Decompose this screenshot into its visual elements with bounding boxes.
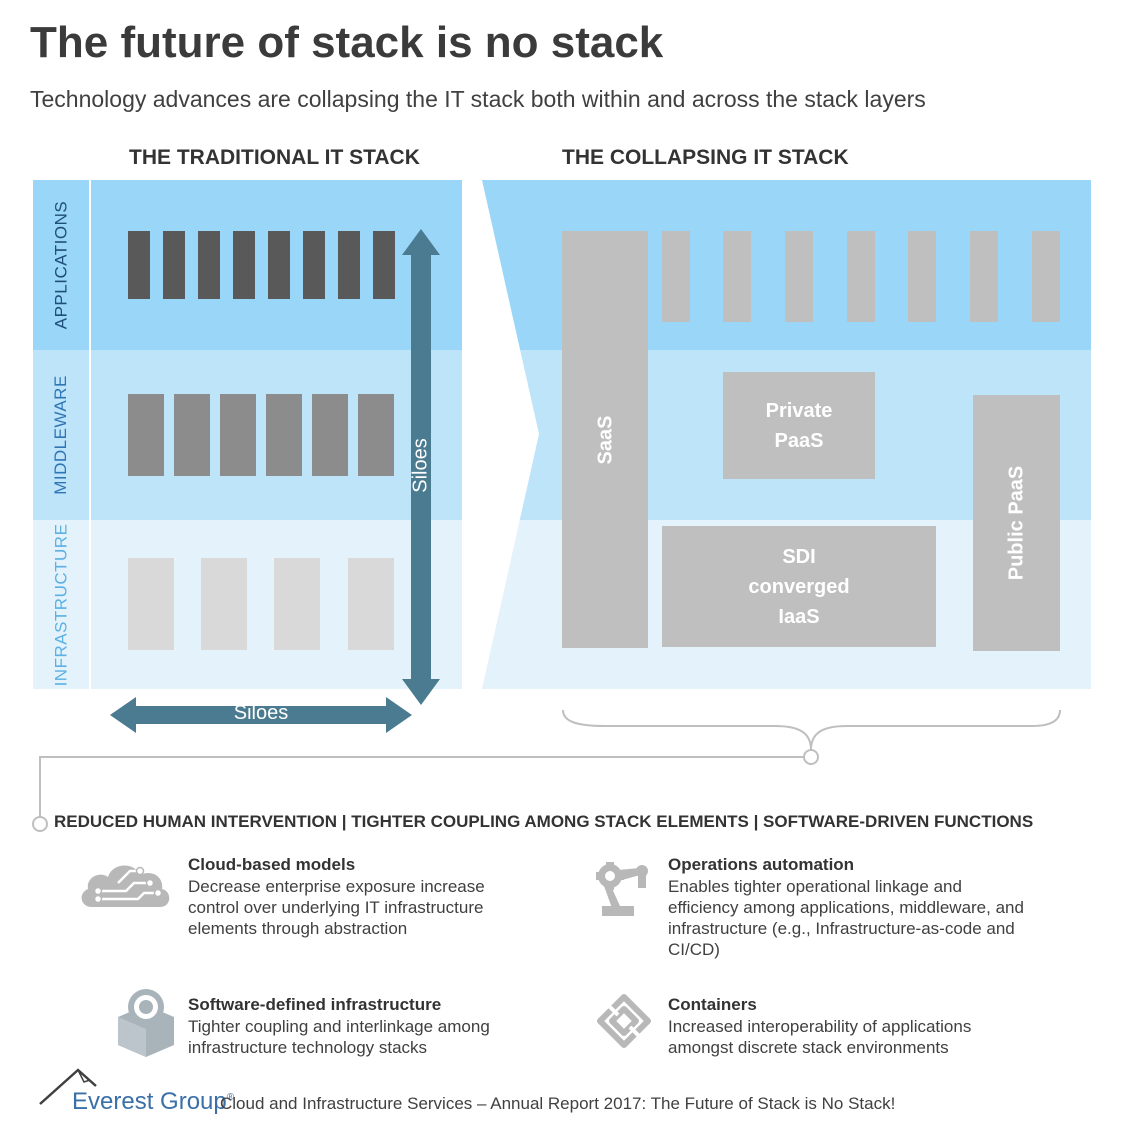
feature-description: Enables tighter operational linkage and … (668, 877, 1024, 959)
layer-label-applications: APPLICATIONS (51, 200, 70, 330)
label-divider (89, 180, 91, 689)
infrastructure-silo (201, 558, 247, 650)
feature-description: Tighter coupling and interlinkage among … (188, 1017, 490, 1057)
infrastructure-silo (274, 558, 320, 650)
middleware-silo (220, 394, 256, 476)
robot-arm-icon (596, 862, 648, 916)
middleware-silo (358, 394, 394, 476)
feature-title: Cloud-based models (188, 855, 356, 874)
layer-label-infrastructure: INFRASTRUCTURE (51, 523, 70, 686)
infrastructure-silo (128, 558, 174, 650)
feature-title: Operations automation (668, 855, 855, 874)
middleware-silo (174, 394, 210, 476)
vertical-siloes-label: Siloes (409, 437, 432, 493)
sdi-converged-iaas-block: SDI converged IaaS (662, 526, 936, 647)
everest-logo-text: Everest Group® (72, 1088, 235, 1115)
brace-connector (32, 709, 1061, 832)
tagline: REDUCED HUMAN INTERVENTION | TIGHTER COU… (54, 812, 1034, 831)
application-silo (233, 231, 255, 299)
cloud-circuit-icon (81, 865, 170, 907)
application-silo (163, 231, 185, 299)
public-paas-block: Public PaaS (973, 395, 1060, 651)
private-paas-block: Private PaaS (723, 372, 875, 479)
application-silo (128, 231, 150, 299)
application-block (1032, 231, 1060, 322)
application-silo (198, 231, 220, 299)
page-subtitle: Technology advances are collapsing the I… (30, 86, 926, 112)
layer-label-middleware: MIDDLEWARE (51, 375, 71, 495)
application-silo (303, 231, 325, 299)
middleware-silo (266, 394, 302, 476)
saas-block: SaaS (562, 231, 648, 648)
everest-logo-mountain (39, 1068, 97, 1105)
collapsing-stack-heading: THE COLLAPSING IT STACK (562, 146, 849, 169)
horizontal-siloes-label: Siloes (233, 702, 289, 724)
application-block (970, 231, 998, 322)
chevron-separator (462, 180, 539, 689)
application-block (723, 231, 751, 322)
middleware-silo (312, 394, 348, 476)
traditional-stack-heading: THE TRADITIONAL IT STACK (129, 146, 420, 169)
infrastructure-silo (348, 558, 394, 650)
application-silo (268, 231, 290, 299)
feature-title: Software-defined infrastructure (188, 995, 442, 1014)
horizontal-siloes-arrow (110, 697, 412, 733)
application-block (908, 231, 936, 322)
application-block (785, 231, 813, 322)
application-silo (338, 231, 360, 299)
feature-title: Containers (668, 995, 757, 1014)
box-gear-icon (118, 989, 174, 1057)
application-silo (373, 231, 395, 299)
middleware-silo (128, 394, 164, 476)
containers-icon (597, 994, 651, 1048)
vertical-siloes-arrow (402, 229, 440, 705)
page-title: The future of stack is no stack (30, 18, 664, 67)
footer-source: Cloud and Infrastructure Services – Annu… (220, 1094, 896, 1113)
feature-description: Increased interoperability of applicatio… (668, 1017, 972, 1057)
feature-description: Decrease enterprise exposure increase co… (188, 877, 485, 938)
application-block (662, 231, 690, 322)
application-block (847, 231, 875, 322)
